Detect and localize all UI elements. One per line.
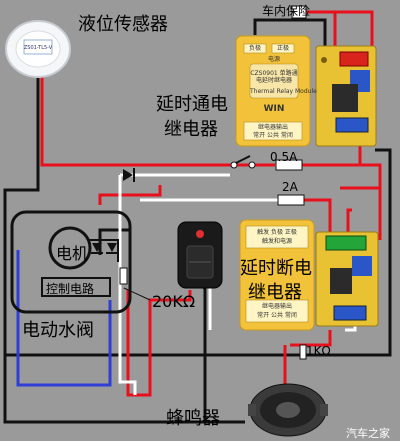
blue-wire <box>16 250 112 387</box>
watermark: 汽车之家 <box>346 427 390 440</box>
on-module-pos-label: 正极 <box>276 45 289 52</box>
control-circuit-label: 控制电路 <box>46 282 95 296</box>
on-delay-relay-label-1: 延时通电 <box>156 94 228 115</box>
on-delay-module <box>235 35 311 147</box>
rocker-switch <box>177 221 223 289</box>
fuse-0-5a <box>275 159 303 171</box>
buzzer-icon <box>248 383 328 437</box>
on-module-brand: WIN <box>263 104 285 114</box>
level-sensor: ZS01-TL5-V <box>5 20 71 78</box>
sensor-model-text: ZS01-TL5-V <box>24 45 53 51</box>
on-module-neg-label: 负极 <box>248 45 261 52</box>
fuse-2a <box>277 194 305 206</box>
car-fuse-label: 车内保险 <box>262 4 311 18</box>
fuse-0-5a-label: 0.5A <box>270 150 298 164</box>
fuse-2a-label: 2A <box>282 180 298 194</box>
sensor-label: 液位传感器 <box>78 14 168 35</box>
red-wires <box>40 10 382 397</box>
electric-valve-label: 电动水阀 <box>22 320 94 341</box>
on-module-contacts: 常开 公共 常闭 <box>253 132 293 139</box>
on-module-sub: Thermal Relay Module <box>250 88 317 95</box>
switch-icon <box>230 155 256 169</box>
on-module-model: CZS0901 单路通电延时继电器 <box>250 70 298 84</box>
off-delay-relay-label-2: 继电器 <box>248 282 302 303</box>
resistor-20k <box>119 267 128 285</box>
on-delay-relay-label-2: 继电器 <box>164 119 218 140</box>
off-delay-relay-label-1: 延时断电 <box>240 258 312 279</box>
off-delay-module <box>239 219 315 331</box>
off-delay-relay-board <box>315 231 379 327</box>
car-fuse-icon <box>291 5 307 19</box>
resistor-20k-label: 20KΩ <box>152 292 196 311</box>
motor-label: 电机 <box>56 244 89 263</box>
off-module-output: 继电器输出 <box>261 303 292 310</box>
resistor-1k-label: 1KΩ <box>306 344 331 358</box>
off-module-top-2: 触发和电源 <box>261 238 292 245</box>
off-module-contacts: 常开 公共 常闭 <box>257 312 297 319</box>
buzzer-label: 蜂鸣器 <box>166 408 220 429</box>
on-module-power-label: 电源 <box>267 56 280 63</box>
off-module-top-1: 触发 负极 正极 <box>257 229 297 236</box>
resistor-1k <box>299 344 307 360</box>
on-delay-relay-board <box>315 45 377 147</box>
diode-icon <box>123 168 135 182</box>
on-module-output: 继电器输出 <box>257 124 288 131</box>
electric-valve <box>10 210 132 314</box>
